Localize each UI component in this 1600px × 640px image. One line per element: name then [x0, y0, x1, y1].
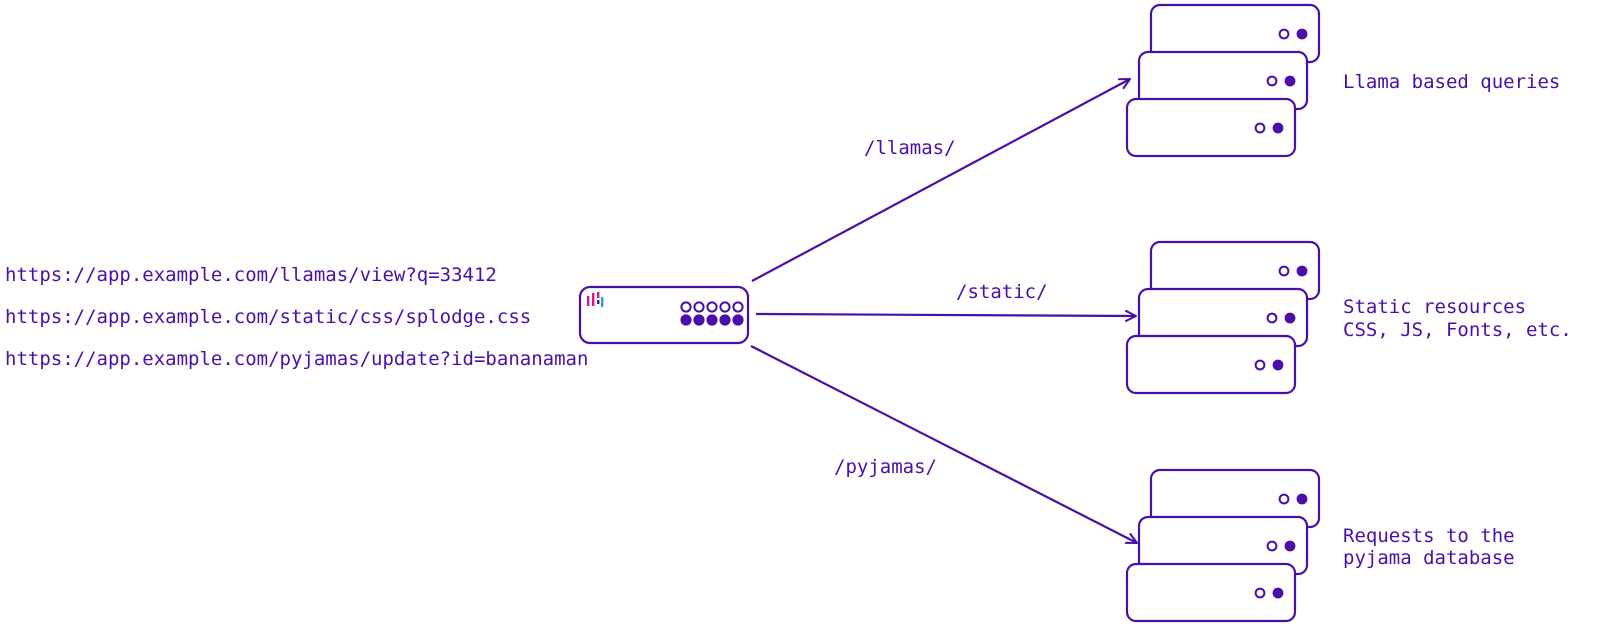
url-list: https://app.example.com/llamas/view?q=33…: [5, 264, 588, 370]
url-llamas: https://app.example.com/llamas/view?q=33…: [5, 264, 497, 286]
backend-desc-llamas: Llama based queries: [1343, 71, 1560, 93]
arrow-static: [755, 309, 1137, 322]
server-led-on-icon: [1272, 359, 1284, 371]
server-led-off-icon: [1266, 312, 1278, 324]
backend-descriptions: Llama based queries Static resources CSS…: [1343, 71, 1572, 569]
haproxy-logo-icon: [587, 292, 604, 307]
backend-desc-pyjamas-line1: Requests to the: [1343, 525, 1515, 547]
arrow-pyjamas: [750, 345, 1138, 544]
server-icon: [1137, 50, 1309, 111]
server-icon: [1125, 97, 1297, 158]
load-balancer-box: [578, 285, 750, 345]
route-arrows: [750, 78, 1138, 544]
server-led-off-icon: [1254, 359, 1266, 371]
backend-desc-static-line2: CSS, JS, Fonts, etc.: [1343, 319, 1572, 341]
server-led-on-icon: [1296, 265, 1308, 277]
server-stack-llamas: [1125, 3, 1321, 158]
server-led-on-icon: [1296, 493, 1308, 505]
server-stack-static: [1125, 240, 1321, 395]
route-label-pyjamas: /pyjamas/: [834, 456, 937, 478]
server-icon: [1125, 334, 1297, 395]
server-led-on-icon: [1284, 312, 1296, 324]
port-circles-icon: [680, 301, 744, 326]
server-led-off-icon: [1266, 75, 1278, 87]
server-led-on-icon: [1284, 540, 1296, 552]
server-led-off-icon: [1254, 122, 1266, 134]
route-label-static: /static/: [956, 281, 1048, 303]
url-pyjamas: https://app.example.com/pyjamas/update?i…: [5, 348, 588, 370]
server-stack-pyjamas: [1125, 468, 1321, 623]
server-led-on-icon: [1296, 28, 1308, 40]
server-icon: [1125, 562, 1297, 623]
url-static: https://app.example.com/static/css/splod…: [5, 306, 531, 328]
server-led-off-icon: [1278, 28, 1290, 40]
server-led-on-icon: [1272, 587, 1284, 599]
server-led-off-icon: [1266, 540, 1278, 552]
backend-desc-static-line1: Static resources: [1343, 296, 1526, 318]
server-stacks: [1125, 3, 1321, 623]
server-led-off-icon: [1254, 587, 1266, 599]
server-led-off-icon: [1278, 265, 1290, 277]
route-label-llamas: /llamas/: [864, 137, 956, 159]
route-labels: /llamas/ /static/ /pyjamas/: [834, 137, 1048, 478]
backend-desc-pyjamas-line2: pyjama database: [1343, 547, 1515, 569]
load-balancer: [578, 285, 750, 345]
server-led-on-icon: [1272, 122, 1284, 134]
arrow-llamas: [751, 78, 1131, 282]
server-led-on-icon: [1284, 75, 1296, 87]
server-led-off-icon: [1278, 493, 1290, 505]
